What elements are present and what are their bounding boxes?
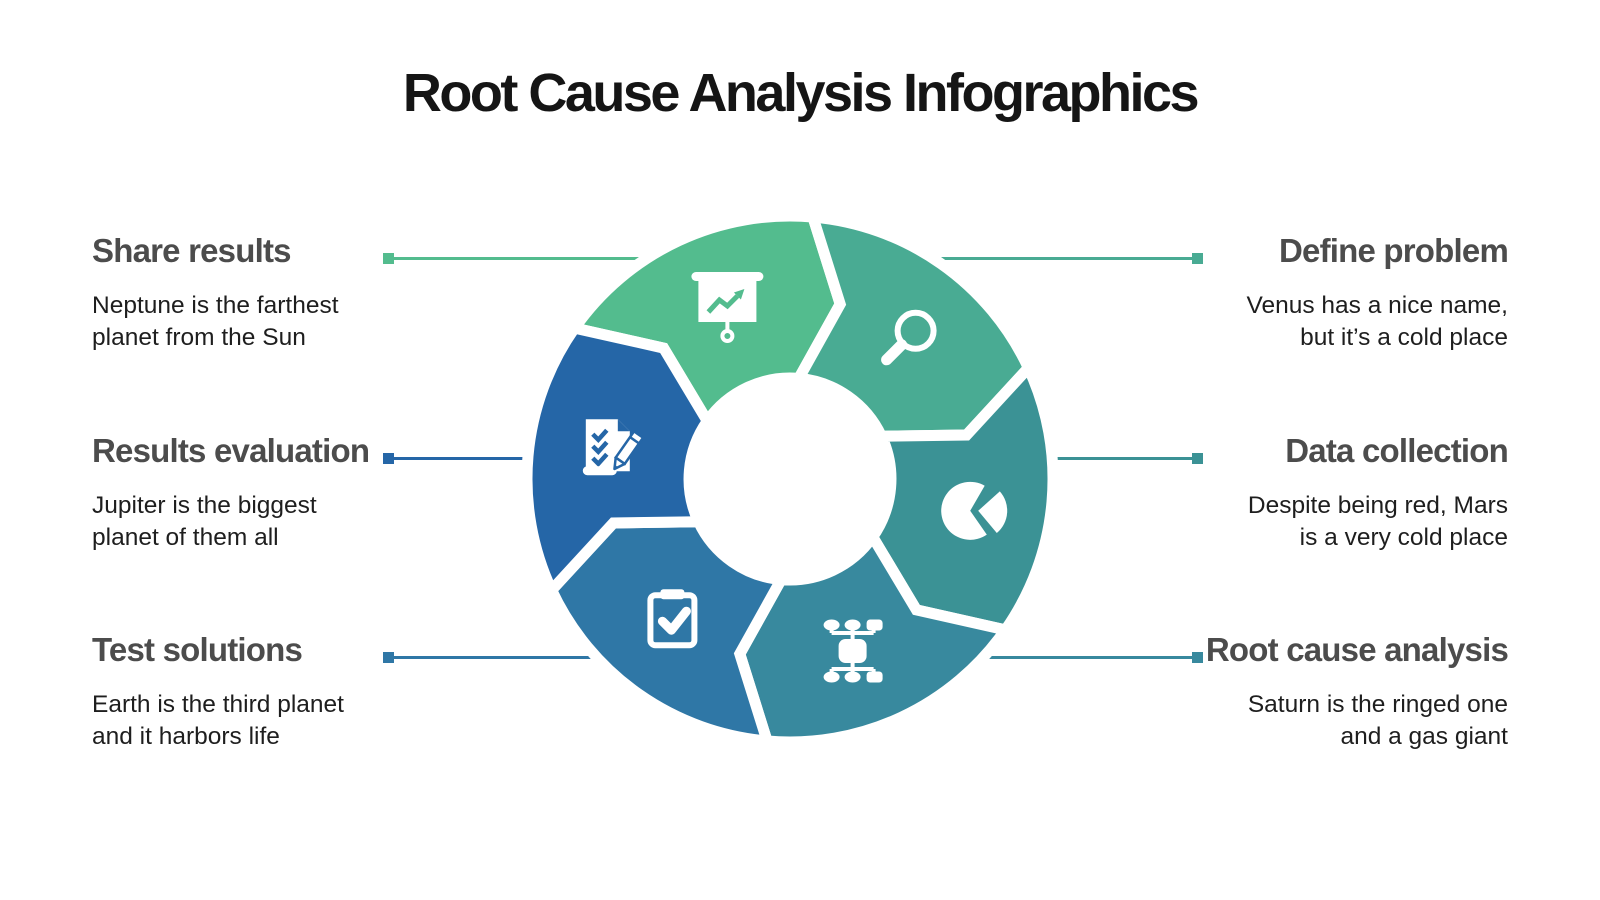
clipboard-check-icon (647, 589, 698, 649)
callout-description: Saturn is the ringed one and a gas giant (1247, 691, 1508, 751)
connector-endpoint-square (1192, 252, 1203, 264)
callout-description: Earth is the third planet and it harbors… (92, 691, 344, 751)
callout-title: Results evaluation (92, 432, 370, 469)
connector-endpoint-square (383, 651, 394, 663)
callout-test-solutions: Test solutions Earth is the third planet… (92, 631, 442, 753)
hierarchy-icon (823, 619, 883, 683)
callout-title: Data collection (1285, 432, 1509, 469)
callout-title: Root cause analysis (1205, 631, 1509, 668)
connector-endpoint-square (383, 252, 394, 264)
connector-root-cause-analysis (780, 651, 1203, 663)
document-check-pencil-icon (582, 419, 645, 476)
callout-data-collection: Data collection Despite being red, Mars … (1158, 432, 1509, 554)
connector-endpoint-square (383, 452, 394, 464)
callout-define-problem: Define problem Venus has a nice name, bu… (1158, 232, 1508, 354)
connector-endpoint-square (1192, 651, 1203, 663)
connector-share-results (383, 252, 800, 264)
connector-define-problem (780, 252, 1203, 264)
magnifier-icon (881, 309, 937, 366)
presentation-chart-icon (691, 272, 764, 343)
callout-description: Venus has a nice name, but it’s a cold p… (1246, 292, 1508, 352)
callout-results-evaluation: Results evaluation Jupiter is the bigges… (92, 432, 442, 554)
callout-title: Share results (92, 232, 292, 269)
callout-title: Test solutions (92, 631, 303, 668)
callout-title: Define problem (1278, 232, 1509, 269)
callout-description: Neptune is the farthest planet from the … (92, 292, 339, 352)
pie-chart-icon (941, 481, 1008, 540)
callout-share-results: Share results Neptune is the farthest pl… (92, 232, 442, 354)
cycle-diagram (521, 210, 1059, 748)
donut-hole (685, 374, 895, 584)
callout-root-cause-analysis: Root cause analysis Saturn is the ringed… (1158, 631, 1509, 753)
connector-endpoint-square (1192, 452, 1203, 464)
page-title: Root Cause Analysis Infographics (402, 63, 1200, 123)
callout-description: Jupiter is the biggest planet of them al… (92, 492, 317, 552)
callout-description: Despite being red, Mars is a very cold p… (1247, 492, 1508, 552)
